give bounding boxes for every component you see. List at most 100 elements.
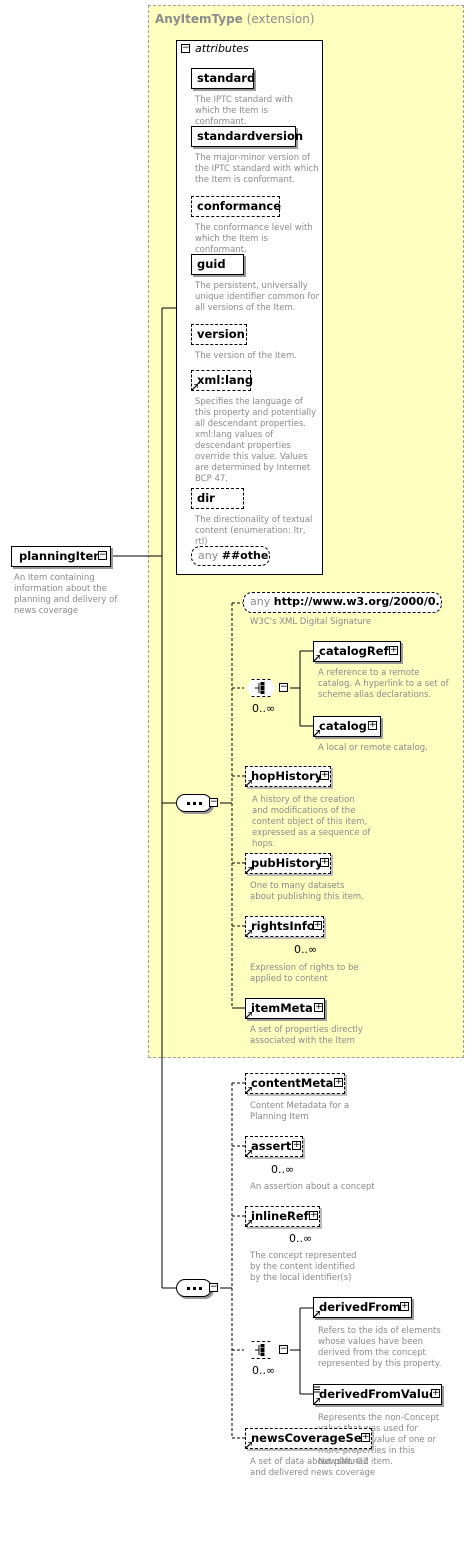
- reference-arrow-icon: [246, 1012, 252, 1018]
- any-element-namespace: http://www.w3.org/2000/0...: [273, 595, 442, 608]
- collapse-choice-icon[interactable]: −: [279, 1344, 288, 1354]
- attribute-dir[interactable]: dir: [191, 488, 244, 509]
- reference-arrow-icon: [192, 384, 198, 390]
- reference-arrow-icon: [314, 655, 320, 661]
- expand-newscoverageset-icon[interactable]: +: [361, 1432, 370, 1442]
- collapse-sequence-icon[interactable]: −: [209, 1282, 218, 1292]
- element-label: derivedFrom: [319, 1300, 401, 1314]
- root-element-label: planningItem: [19, 549, 106, 563]
- expand-rightsinfo-icon[interactable]: +: [313, 920, 322, 930]
- element-label: hopHistory: [251, 769, 323, 783]
- element-assert-desc: An assertion about a concept: [250, 1182, 375, 1192]
- element-derivedfrom-desc: Refers to the ids of elements whose valu…: [318, 1326, 442, 1369]
- element-label: catalog: [319, 719, 367, 733]
- element-derivedfromvalue[interactable]: derivedFromValue: [313, 1384, 442, 1405]
- collapse-choice-icon[interactable]: −: [279, 682, 288, 692]
- reference-arrow-icon: [246, 780, 252, 786]
- element-contentmeta[interactable]: contentMeta: [245, 1073, 345, 1094]
- element-assert[interactable]: assert: [245, 1136, 303, 1157]
- element-catalogref-desc: A reference to a remote catalog. A hyper…: [318, 668, 449, 700]
- collapse-sequence-icon[interactable]: −: [209, 797, 218, 807]
- assert-occurrence: 0..∞: [271, 1163, 295, 1176]
- attribute-conformance[interactable]: conformance: [191, 196, 281, 217]
- reference-arrow-icon: [246, 1087, 252, 1093]
- inlineref-occurrence: 0..∞: [289, 1232, 313, 1245]
- element-newscoverageset-desc: A set of data about planned and delivere…: [250, 1457, 376, 1478]
- attribute-conformance-desc: The conformance level with which the Ite…: [195, 223, 313, 255]
- reference-arrow-icon: [246, 930, 252, 936]
- expand-inlineref-icon[interactable]: +: [309, 1210, 318, 1220]
- choice-occurrence: 0..∞: [252, 702, 276, 715]
- element-pubhistory[interactable]: pubHistory: [245, 853, 331, 874]
- element-hophistory-desc: A history of the creation and modificati…: [252, 795, 371, 849]
- any-attribute-name: ##other: [221, 549, 270, 562]
- expand-contentmeta-icon[interactable]: +: [334, 1077, 343, 1087]
- any-element-desc: W3C's XML Digital Signature: [250, 617, 372, 627]
- attribute-version-desc: The version of the Item.: [195, 351, 297, 361]
- element-rightsinfo[interactable]: rightsInfo: [245, 916, 324, 937]
- element-catalogref[interactable]: catalogRef: [313, 641, 401, 662]
- root-element-desc: An Item containing information about the…: [14, 573, 118, 616]
- choice-symbol-icon: [255, 1344, 265, 1356]
- element-label: assert: [251, 1139, 292, 1153]
- attribute-standard-desc: The IPTC standard with which the Item is…: [195, 95, 293, 127]
- element-itemmeta[interactable]: itemMeta: [245, 998, 325, 1019]
- element-contentmeta-desc: Content Metadata for a Planning Item: [250, 1101, 350, 1122]
- any-element-xmldsig[interactable]: any http://www.w3.org/2000/0...: [243, 592, 442, 613]
- attribute-guid-desc: The persistent, universally unique ident…: [195, 281, 320, 313]
- expand-hophistory-icon[interactable]: +: [320, 770, 329, 780]
- root-element-planningitem[interactable]: planningItem: [11, 546, 111, 567]
- element-label: inlineRef: [251, 1209, 309, 1223]
- simple-content-icon: [314, 1386, 320, 1393]
- expand-itemmeta-icon[interactable]: +: [314, 1002, 323, 1012]
- reference-arrow-icon: [314, 1311, 320, 1317]
- element-label: catalogRef: [319, 644, 389, 658]
- reference-arrow-icon: [246, 1442, 252, 1448]
- rightsinfo-occurrence: 0..∞: [294, 943, 318, 956]
- choice-symbol-icon: [255, 682, 265, 694]
- element-inlineref-desc: The concept represented by the content i…: [250, 1251, 357, 1283]
- attribute-xml-lang-desc: Specifies the language of this property …: [195, 397, 317, 484]
- attribute-xml-lang[interactable]: xml:lang: [191, 370, 253, 391]
- expand-derivedfrom-icon[interactable]: +: [400, 1301, 409, 1311]
- element-label: newsCoverageSet: [251, 1431, 368, 1445]
- attribute-standardversion-desc: The major-minor version of the IPTC stan…: [195, 153, 319, 185]
- element-derivedfrom[interactable]: derivedFrom: [313, 1297, 412, 1318]
- attribute-standard[interactable]: standard: [191, 68, 255, 89]
- collapse-attributes-icon[interactable]: −: [181, 43, 190, 53]
- element-label: pubHistory: [251, 856, 323, 870]
- reference-arrow-icon: [246, 1150, 252, 1156]
- element-inlineref[interactable]: inlineRef: [245, 1206, 320, 1227]
- element-catalog-desc: A local or remote catalog.: [318, 743, 428, 753]
- collapse-root-icon[interactable]: −: [98, 550, 107, 560]
- attributes-label: attributes: [195, 42, 249, 55]
- expand-catalog-icon[interactable]: +: [368, 720, 377, 730]
- element-label: derivedFromValue: [319, 1387, 437, 1401]
- choice-occurrence: 0..∞: [252, 1364, 276, 1377]
- any-keyword: any: [198, 549, 219, 562]
- element-catalog[interactable]: catalog: [313, 716, 381, 737]
- expand-catalogref-icon[interactable]: +: [389, 645, 398, 655]
- reference-arrow-icon: [246, 1220, 252, 1226]
- attribute-standardversion[interactable]: standardversion: [191, 126, 303, 147]
- attribute-guid[interactable]: guid: [191, 254, 244, 275]
- element-label: rightsInfo: [251, 919, 315, 933]
- any-attribute-other[interactable]: any ##other: [191, 546, 270, 566]
- expand-derivedfromvalue-icon[interactable]: +: [431, 1388, 440, 1398]
- reference-arrow-icon: [314, 730, 320, 736]
- expand-pubhistory-icon[interactable]: +: [320, 857, 329, 867]
- sequence-compositor-icon[interactable]: [176, 794, 212, 812]
- element-label: itemMeta: [251, 1001, 313, 1015]
- attribute-version[interactable]: version: [191, 324, 247, 345]
- element-rightsinfo-desc: Expression of rights to be applied to co…: [250, 963, 359, 984]
- reference-arrow-icon: [314, 1398, 320, 1404]
- element-newscoverageset[interactable]: newsCoverageSet: [245, 1428, 372, 1449]
- extension-title: AnyItemType (extension): [155, 12, 315, 26]
- expand-assert-icon[interactable]: +: [292, 1140, 301, 1150]
- element-itemmeta-desc: A set of properties directly associated …: [250, 1025, 363, 1046]
- sequence-compositor-icon[interactable]: [176, 1279, 212, 1297]
- element-hophistory[interactable]: hopHistory: [245, 766, 331, 787]
- reference-arrow-icon: [246, 867, 252, 873]
- element-pubhistory-desc: One to many datasets about publishing th…: [250, 881, 364, 902]
